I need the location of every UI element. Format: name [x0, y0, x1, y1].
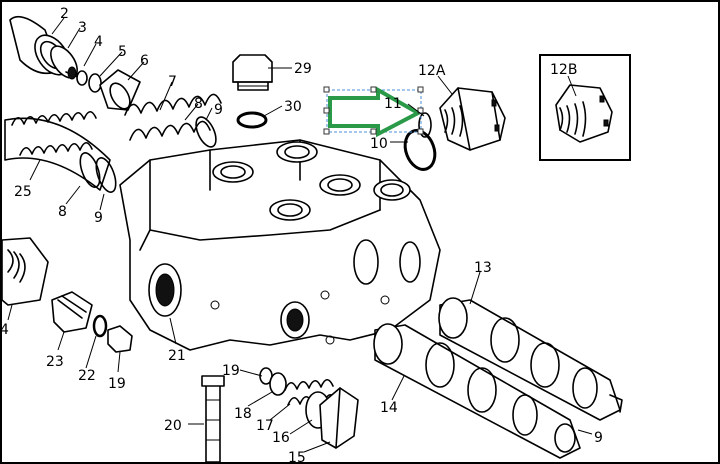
label-23: 23 [46, 354, 64, 370]
part-30-oring [236, 111, 268, 129]
part-15-cap [319, 387, 359, 449]
part-5-washer [88, 73, 102, 93]
part-6-sleeve [99, 69, 141, 111]
label-18: 18 [234, 406, 252, 422]
label-16: 16 [272, 430, 290, 446]
leader-lines [7, 17, 593, 453]
part-14-spool [373, 323, 581, 459]
label-7: 7 [168, 74, 177, 90]
label-6: 6 [140, 53, 149, 69]
arrow-annotation[interactable] [323, 86, 424, 138]
part-18-ring [269, 372, 287, 396]
part-22-ring [92, 314, 108, 338]
label-15: 15 [288, 450, 306, 464]
part-25-spring [4, 110, 111, 191]
label-22: 22 [78, 368, 96, 384]
label-13: 13 [474, 260, 492, 276]
label-8-left: 8 [58, 204, 67, 220]
label-19-left: 19 [108, 376, 126, 392]
part-8-ring-left [79, 152, 101, 188]
valve-body [119, 139, 441, 351]
resize-handle-w[interactable] [323, 107, 330, 114]
resize-handle-nw[interactable] [323, 86, 330, 93]
label-12a: 12A [418, 63, 446, 79]
label-12b: 12B [550, 62, 577, 78]
label-9: 9 [214, 102, 223, 118]
label-14: 14 [380, 400, 398, 416]
label-11: 11 [384, 96, 402, 112]
part-9-ring-top [195, 116, 217, 148]
label-25: 25 [14, 184, 32, 200]
label-10: 10 [370, 136, 388, 152]
part-11-oring [418, 112, 432, 138]
label-4-left: 4 [0, 322, 9, 338]
part-7-spring [124, 93, 222, 141]
part-4-cartridge [1, 237, 49, 306]
part-9-ring-left [95, 157, 117, 193]
label-17: 17 [256, 418, 274, 434]
label-2: 2 [60, 6, 69, 22]
part-20-bolt [201, 375, 225, 463]
part-29-plug [232, 54, 273, 91]
label-3: 3 [78, 20, 87, 36]
part-19-cap-left [107, 325, 133, 353]
label-5: 5 [118, 44, 127, 60]
label-29: 29 [294, 61, 312, 77]
part-13-spool [438, 297, 623, 421]
label-19-bottom: 19 [222, 363, 240, 379]
resize-handle-sw[interactable] [323, 128, 330, 135]
resize-handle-s[interactable] [370, 128, 377, 135]
label-21: 21 [168, 348, 186, 364]
part-23-plug [51, 291, 93, 333]
green-right-arrow-icon[interactable] [328, 86, 423, 138]
label-30: 30 [284, 99, 302, 115]
resize-handle-n[interactable] [370, 86, 377, 93]
part-12b-inset [539, 54, 631, 161]
part-12a-fitting [439, 87, 506, 151]
part-10-oring [403, 129, 437, 171]
label-8: 8 [194, 96, 203, 112]
label-20: 20 [164, 418, 182, 434]
resize-handle-se[interactable] [417, 128, 424, 135]
label-4: 4 [94, 34, 103, 50]
label-9-right: 9 [594, 430, 603, 446]
part-4-screw [65, 66, 88, 86]
resize-handle-ne[interactable] [417, 86, 424, 93]
label-9-left: 9 [94, 210, 103, 226]
part-labels: 2 3 4 5 6 7 8 9 29 30 12A 11 10 12B 25 8… [0, 6, 603, 464]
